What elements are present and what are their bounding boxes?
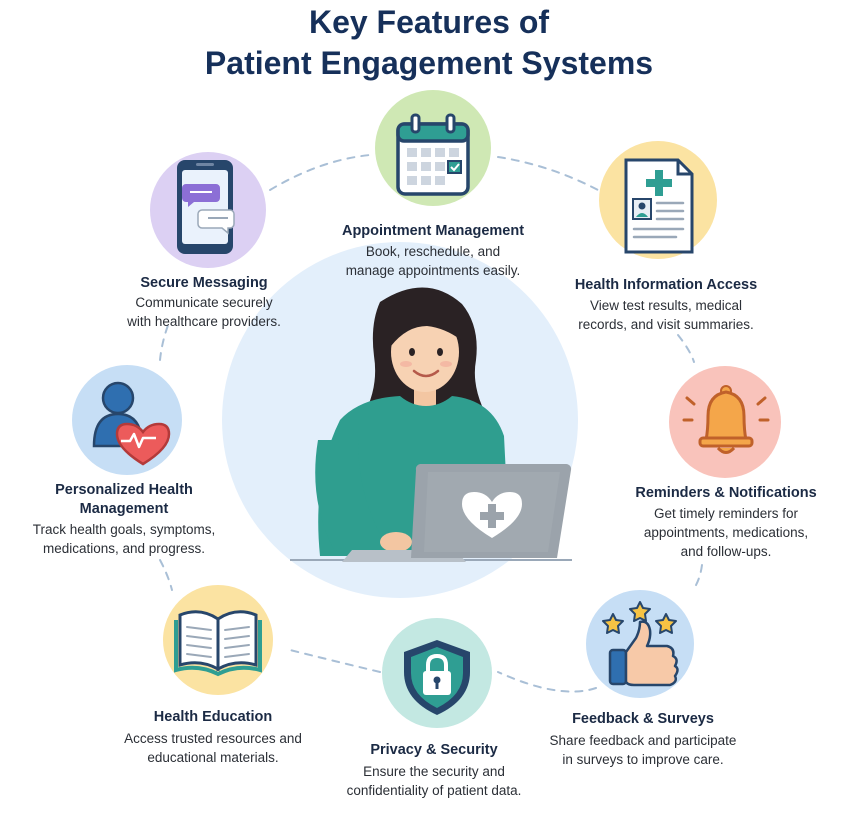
- reminders-desc-1: Get timely reminders for: [653, 506, 799, 521]
- feedback-title: Feedback & Surveys: [572, 711, 714, 727]
- reminders-desc-3: and follow-ups.: [680, 544, 772, 559]
- personalized-title-1: Personalized Health: [55, 482, 193, 498]
- feedback-desc-1: Share feedback and participate: [549, 733, 737, 748]
- health-info-desc-2: records, and visit summaries.: [578, 317, 754, 332]
- appointment-title: Appointment Management: [341, 223, 525, 239]
- smartphone-chat-icon: [177, 160, 235, 254]
- education-desc-2: educational materials.: [147, 750, 279, 765]
- bell-icon: [682, 385, 770, 454]
- education-desc-1: Access trusted resources and: [124, 731, 302, 746]
- medical-record-icon: [624, 158, 694, 254]
- personalized-title-2: Management: [79, 501, 169, 517]
- personalized-desc-2: medications, and progress.: [42, 541, 206, 556]
- connector-ring: [159, 154, 703, 693]
- health-info-desc-1: View test results, medical: [589, 298, 743, 313]
- page-title-line-2: Patient Engagement Systems: [204, 45, 654, 81]
- open-book-icon: [174, 610, 262, 677]
- person-heart-icon: [92, 381, 171, 466]
- privacy-title: Privacy & Security: [370, 742, 498, 758]
- education-title: Health Education: [153, 709, 273, 725]
- messaging-title: Secure Messaging: [140, 275, 268, 291]
- messaging-desc-2: with healthcare providers.: [127, 314, 281, 329]
- privacy-desc-1: Ensure the security and: [363, 764, 505, 779]
- shield-lock-icon: [404, 640, 470, 715]
- privacy-desc-2: confidentiality of patient data.: [346, 783, 522, 798]
- feedback-desc-2: in surveys to improve care.: [562, 752, 724, 767]
- thumbs-up-stars-icon: [602, 601, 679, 687]
- personalized-desc-1: Track health goals, symptoms,: [32, 522, 216, 537]
- reminders-title: Reminders & Notifications: [635, 485, 817, 501]
- calendar-icon: [396, 113, 470, 196]
- reminders-desc-2: appointments, medications,: [643, 525, 809, 540]
- heart-plus-icon: [462, 492, 522, 538]
- patient-illustration: [290, 287, 572, 562]
- page-title-line-1: Key Features of: [308, 4, 550, 40]
- messaging-desc-1: Communicate securely: [135, 295, 273, 310]
- appointment-desc-1: Book, reschedule, and: [365, 244, 501, 259]
- appointment-desc-2: manage appointments easily.: [345, 263, 521, 278]
- health-info-title: Health Information Access: [574, 277, 758, 293]
